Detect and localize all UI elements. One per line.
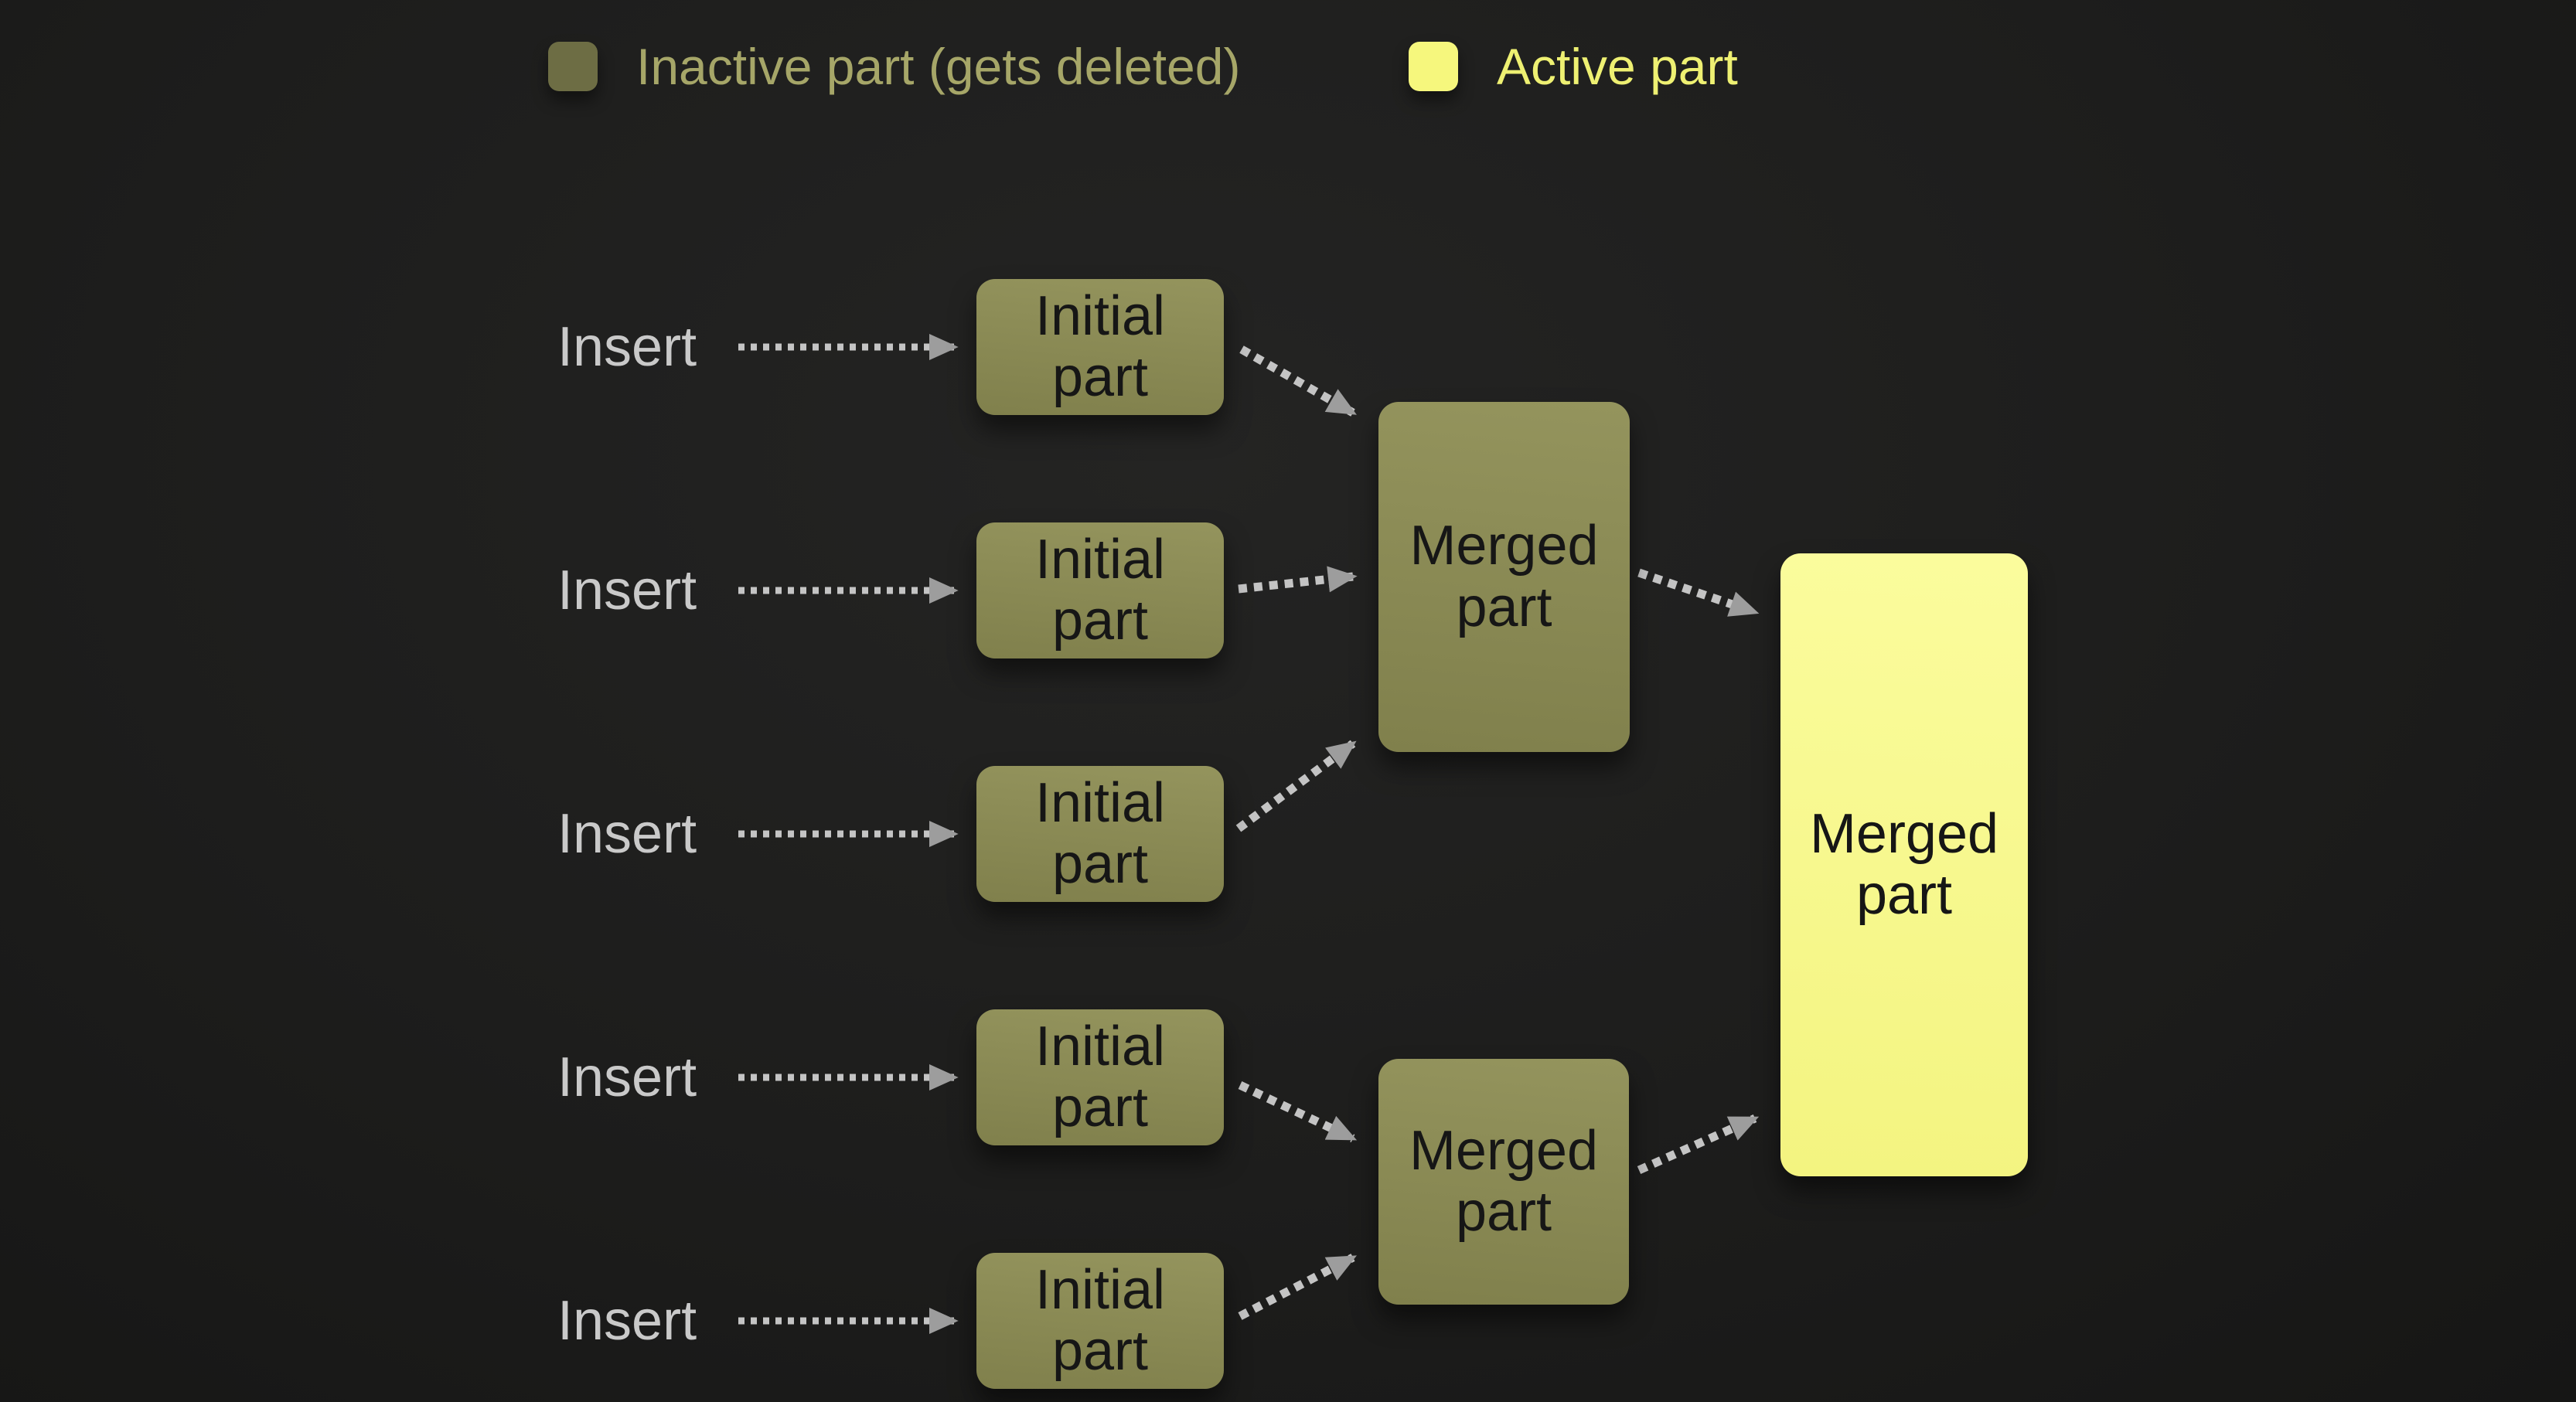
- legend-item-inactive: Inactive part (gets deleted): [548, 37, 1240, 96]
- legend-inactive-label: Inactive part (gets deleted): [636, 38, 1241, 95]
- insert-label-4: Insert: [557, 1046, 697, 1108]
- insert-label-5: Insert: [557, 1290, 697, 1352]
- arrow-merged1-to-active: [1637, 568, 1760, 617]
- merged-part-box-2: Merged part: [1378, 1059, 1629, 1305]
- initial-part-box-2: Initial part: [976, 522, 1224, 658]
- initial-part-box-5: Initial part: [976, 1253, 1224, 1389]
- arrow-merged2-to-active: [1637, 1114, 1760, 1175]
- arrow-initial1-to-merged1: [1239, 345, 1357, 417]
- insert-label-1: Insert: [557, 316, 697, 378]
- legend-item-active: Active part: [1409, 37, 1738, 96]
- arrow-initial5-to-merged2: [1238, 1254, 1358, 1320]
- legend-active-label: Active part: [1497, 38, 1738, 95]
- active-part-swatch-icon: [1409, 42, 1458, 91]
- merged-part-label: Merged part: [1409, 515, 1599, 638]
- arrow-initial3-to-merged1: [1235, 740, 1357, 832]
- arrow-initial2-to-merged1: [1238, 566, 1358, 594]
- initial-part-box-1: Initial part: [976, 279, 1224, 415]
- arrow-initial4-to-merged2: [1238, 1081, 1358, 1142]
- initial-part-label: Initial part: [1034, 1258, 1166, 1382]
- merged-part-box-active: Merged part: [1780, 553, 2028, 1176]
- initial-part-label: Initial part: [1034, 771, 1166, 895]
- insert-label-2: Insert: [557, 560, 697, 621]
- merged-part-label: Merged part: [1809, 802, 1999, 926]
- initial-part-label: Initial part: [1034, 528, 1166, 652]
- merged-part-label: Merged part: [1409, 1119, 1599, 1243]
- merged-part-box-1: Merged part: [1378, 402, 1630, 752]
- initial-part-label: Initial part: [1034, 1015, 1166, 1138]
- inactive-part-swatch-icon: [548, 42, 598, 91]
- initial-part-box-3: Initial part: [976, 766, 1224, 902]
- insert-label-3: Insert: [557, 803, 697, 865]
- initial-part-label: Initial part: [1034, 284, 1166, 408]
- initial-part-box-4: Initial part: [976, 1009, 1224, 1145]
